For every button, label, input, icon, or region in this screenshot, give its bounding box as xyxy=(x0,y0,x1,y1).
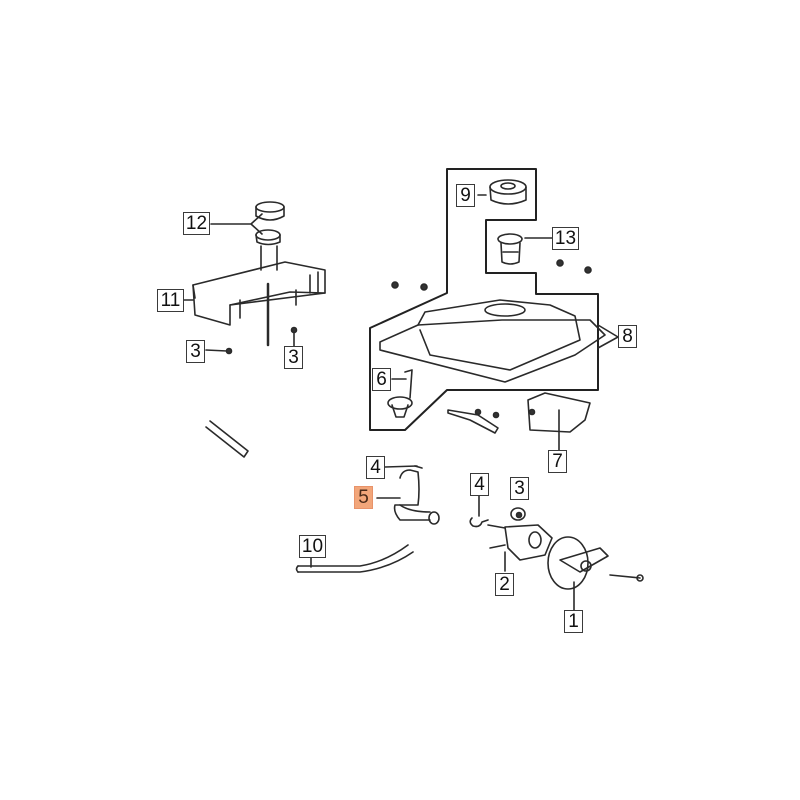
fuel-cock-icon xyxy=(487,524,553,561)
bolt-icon xyxy=(391,281,399,289)
callout-12[interactable]: 12 xyxy=(183,212,210,235)
callout-4[interactable]: 4 xyxy=(470,473,489,496)
callout-9[interactable]: 9 xyxy=(456,184,475,207)
leader-4a xyxy=(384,465,418,468)
fuel-cock-cover-icon xyxy=(547,536,644,590)
cover-bracket-icon xyxy=(192,261,326,326)
leader-8 xyxy=(597,324,619,349)
tank-cap-icon xyxy=(489,179,527,205)
callout-4[interactable]: 4 xyxy=(366,456,385,479)
leader-12 xyxy=(210,213,263,235)
callout-8[interactable]: 8 xyxy=(618,325,637,348)
leader-3a xyxy=(205,349,228,352)
nut-icon xyxy=(225,347,233,355)
nut-icon xyxy=(510,507,526,521)
callout-13[interactable]: 13 xyxy=(552,227,579,250)
bolt-icon xyxy=(556,259,564,267)
drain-valve-icon xyxy=(387,369,413,418)
callout-3[interactable]: 3 xyxy=(284,346,303,369)
callout-7[interactable]: 7 xyxy=(548,450,567,473)
callout-6[interactable]: 6 xyxy=(372,368,391,391)
tank-group-outline xyxy=(369,168,599,431)
strainer-icon xyxy=(497,233,523,265)
filler-cap-icon xyxy=(255,201,285,347)
callout-10[interactable]: 10 xyxy=(299,535,326,558)
callout-3[interactable]: 3 xyxy=(186,340,205,363)
fuel-hose-icon xyxy=(393,465,440,525)
vent-tube-icon xyxy=(295,544,414,573)
bolt-icon xyxy=(420,283,428,291)
callout-2[interactable]: 2 xyxy=(495,573,514,596)
callout-5-selected[interactable]: 5 xyxy=(354,486,373,509)
nut-icon xyxy=(290,326,298,334)
mounting-bracket-icon xyxy=(447,392,591,434)
bolt-icon xyxy=(584,266,592,274)
pipe-icon xyxy=(205,420,249,458)
clamp-icon xyxy=(469,517,489,528)
callout-3[interactable]: 3 xyxy=(510,477,529,500)
callout-1[interactable]: 1 xyxy=(564,610,583,633)
callout-11[interactable]: 11 xyxy=(157,289,184,312)
fuel-tank-icon xyxy=(379,299,606,383)
